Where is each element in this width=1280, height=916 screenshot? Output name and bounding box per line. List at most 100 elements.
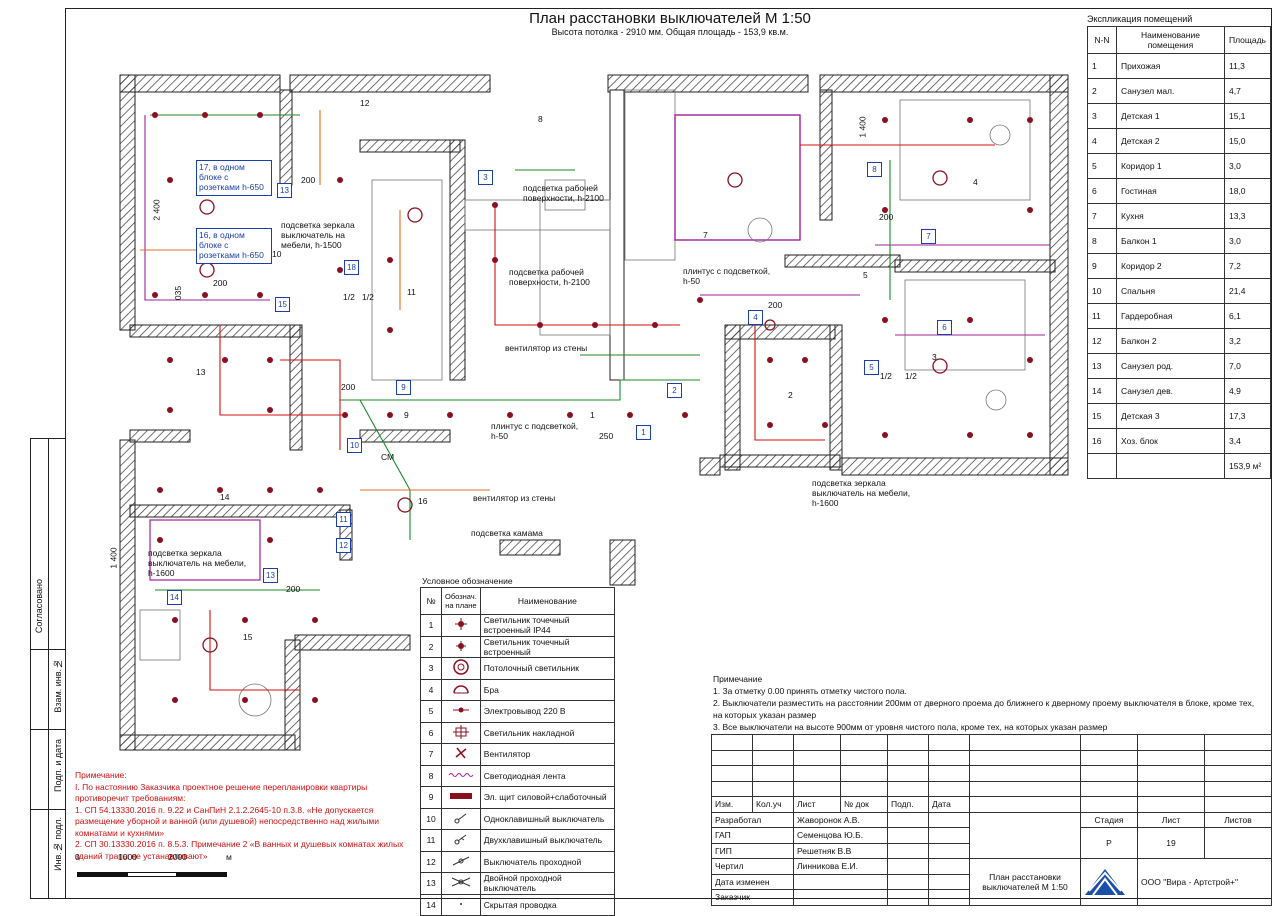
- expl-area: 6,1: [1223, 303, 1272, 329]
- expl-area: 7,0: [1223, 353, 1272, 379]
- expl-name: Спальня: [1116, 278, 1225, 304]
- dim-label: 1 400: [857, 116, 868, 138]
- red-notes: Примечание: I. По настоянию Заказчика пр…: [75, 770, 415, 862]
- legend-num: 3: [420, 657, 442, 680]
- label-worktop-2: подсветка рабочей поверхности, h-2100: [509, 267, 590, 287]
- expl-area: 15,0: [1223, 128, 1272, 154]
- expl-area: 4,9: [1223, 378, 1272, 404]
- legend-name: Вентилятор: [479, 743, 616, 766]
- switch-tag: 2: [667, 383, 682, 398]
- dim-label: 200: [341, 382, 356, 392]
- expl-name: Хоз. блок: [1116, 428, 1225, 454]
- expl-area: 21,4: [1223, 278, 1272, 304]
- red-note-2: 1. СП 54.13330.2016 п. 9.22 и СанПиН 2.1…: [75, 804, 379, 838]
- callout-16-box: 16, в одном блоке с розетками h-650: [196, 228, 272, 264]
- stamp-company: ООО "Вира - Артстрой+": [1137, 858, 1272, 906]
- expl-head-num: N-N: [1087, 26, 1117, 54]
- expl-num: 15: [1087, 403, 1117, 429]
- stamp-person: Семенцова Ю.Б.: [793, 827, 888, 844]
- label-worktop-1: подсветка рабочей поверхности, h-2100: [523, 183, 604, 203]
- expl-name: Балкон 1: [1116, 228, 1225, 254]
- room-num: 14: [220, 492, 230, 502]
- legend-name: Светильник точечный встроенный IP44: [479, 614, 616, 637]
- legend-num: 6: [420, 721, 442, 744]
- expl-name: Коридор 2: [1116, 253, 1225, 279]
- expl-num: 1: [1087, 53, 1117, 79]
- floor-plan: [119, 74, 1069, 751]
- legend-num: 1: [420, 614, 442, 637]
- switch-tag: 13: [277, 183, 292, 198]
- switch-tag: 10: [347, 438, 362, 453]
- legend-num: 10: [420, 807, 442, 830]
- stamp-head-cell: Кол.уч: [752, 796, 794, 813]
- expl-num: 10: [1087, 278, 1117, 304]
- stamp-person: Жаворонок А.В.: [793, 811, 888, 828]
- switch-tag: 9: [396, 380, 411, 395]
- dim-label: 200: [213, 278, 228, 288]
- stamp-role: Заказчик: [711, 889, 794, 906]
- legend-num: 13: [420, 872, 442, 895]
- dim-label: 200: [768, 300, 783, 310]
- legend-num: 4: [420, 678, 442, 701]
- switch-tag: 18: [344, 260, 359, 275]
- scale-bar: 0 1000 2000 м: [75, 852, 235, 882]
- switch-tag: 8: [867, 162, 882, 177]
- switch-2-icon: [441, 829, 481, 852]
- led-strip-icon: [441, 764, 481, 787]
- label-fan-1: вентилятор из стены: [505, 343, 588, 353]
- legend-row: 13 Двойной проходной выключатель: [420, 872, 616, 895]
- expl-name: Гардеробная: [1116, 303, 1225, 329]
- room-num: 2: [788, 390, 793, 400]
- expl-name: Санузел мал.: [1116, 78, 1225, 104]
- dim-label: 1/2: [880, 371, 892, 381]
- drawing-frame: [65, 8, 1272, 899]
- expl-num: 16: [1087, 428, 1117, 454]
- stamp-role: Разработал: [711, 811, 794, 828]
- legend-row: 6 Светильник накладной: [420, 721, 616, 744]
- expl-area: 3,4: [1223, 428, 1272, 454]
- legend-name: Электровывод 220 В: [479, 700, 616, 723]
- legend-name: Светильник накладной: [479, 721, 616, 744]
- stamp-stage-head: Стадия: [1080, 811, 1138, 828]
- expl-head-area: Площадь: [1223, 26, 1272, 54]
- legend-name: Двойной проходной выключатель: [479, 872, 616, 895]
- expl-num: 14: [1087, 378, 1117, 404]
- scale-label: 0: [75, 852, 80, 862]
- room-num: 8: [538, 114, 543, 124]
- dim-label: 250: [599, 431, 614, 441]
- expl-area: 18,0: [1223, 178, 1272, 204]
- label-mirror-2: подсветка зеркала выключатель на мебели,…: [148, 548, 247, 578]
- room-num: 15: [243, 632, 253, 642]
- expl-total: 153,9 м²: [1223, 453, 1272, 479]
- note-2: 2. Выключатели разместить на расстоянии …: [713, 698, 1255, 720]
- side-label-sign-date: Подп. и дата: [53, 739, 63, 793]
- expl-name: Балкон 2: [1116, 328, 1225, 354]
- dim-label: 200: [286, 584, 301, 594]
- label-fan-2: вентилятор из стены: [473, 493, 556, 503]
- expl-area: 11,3: [1223, 53, 1272, 79]
- red-note-1: I. По настоянию Заказчика проектное реше…: [75, 781, 368, 804]
- stamp-role: ГИП: [711, 842, 794, 859]
- room-num: 3: [932, 352, 937, 362]
- stamp-head-cell: Изм.: [711, 796, 753, 813]
- room-num: 11: [407, 287, 416, 297]
- fan-icon: [441, 743, 481, 766]
- label-mirror-1: подсветка зеркала выключатель на мебели,…: [281, 220, 355, 250]
- expl-name: Санузел дев.: [1116, 378, 1225, 404]
- stamp-stage-val: Р: [1080, 827, 1138, 859]
- red-notes-caption: Примечание:: [75, 770, 127, 780]
- stamp-sheets-head: Листов: [1204, 811, 1272, 828]
- expl-name: Прихожая: [1116, 53, 1225, 79]
- expl-num: 12: [1087, 328, 1117, 354]
